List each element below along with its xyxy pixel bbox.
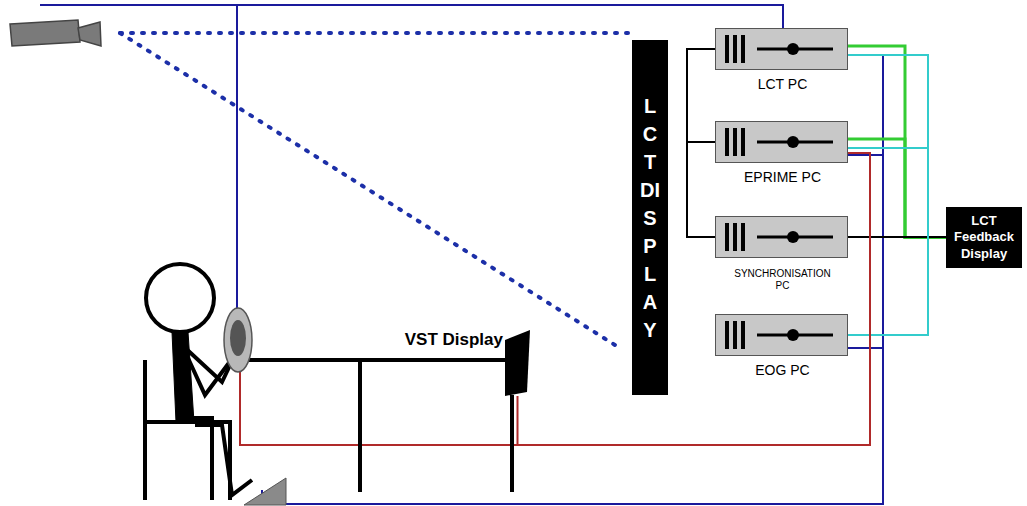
screen-shape: [500, 326, 535, 396]
camera-view: [120, 33, 628, 345]
computer-label: LCT PC: [700, 76, 865, 93]
computer-symbol: [715, 28, 848, 70]
computer-label: SYNCHRONISATION PC: [700, 268, 865, 292]
cable-connector: [848, 236, 946, 238]
computer-label-text: EOG PC: [755, 362, 809, 378]
vst-display: VST Display: [500, 326, 535, 396]
cable-connector: [848, 46, 946, 237]
table: [245, 360, 512, 492]
computer-label: EOG PC: [700, 362, 865, 379]
cable-connector: [687, 142, 715, 237]
display-label: VST Display: [405, 330, 503, 350]
display-bar: LCT DISPLAY: [632, 40, 668, 395]
computer-unit: LCT PC: [700, 28, 865, 70]
computer-label: EPRIME PC: [700, 169, 865, 186]
cable-connector: [518, 153, 871, 445]
computer-symbol: [715, 121, 848, 163]
cable-connector: [687, 49, 715, 142]
hand-device: [224, 308, 252, 372]
computer-label-text: SYNCHRONISATION PC: [729, 268, 837, 292]
camera: [10, 20, 101, 46]
computer-label-text: EPRIME PC: [744, 169, 821, 185]
computer-icon: [715, 121, 848, 163]
foot-pedal: [244, 478, 286, 505]
computer-unit: SYNCHRONISATION PC: [700, 216, 865, 258]
vertical-label: LCT DISPLAY: [640, 92, 660, 344]
red-wire: [240, 372, 517, 445]
computer-symbol: [715, 216, 848, 258]
blue-wires: [40, 5, 883, 504]
feedback-display: LCT Feedback Display: [946, 207, 1022, 268]
computer-icon: [715, 216, 848, 258]
computer-label-text: LCT PC: [758, 76, 808, 92]
cable-connector: [848, 148, 928, 335]
display-label: LCT Feedback Display: [950, 213, 1018, 262]
computer-icon: [715, 28, 848, 70]
computer-icon: [715, 314, 848, 356]
computer-symbol: [715, 314, 848, 356]
person: [146, 264, 252, 500]
computer-unit: EOG PC: [700, 314, 865, 356]
computer-unit: EPRIME PC: [700, 121, 865, 163]
cable-connector: [848, 55, 928, 335]
